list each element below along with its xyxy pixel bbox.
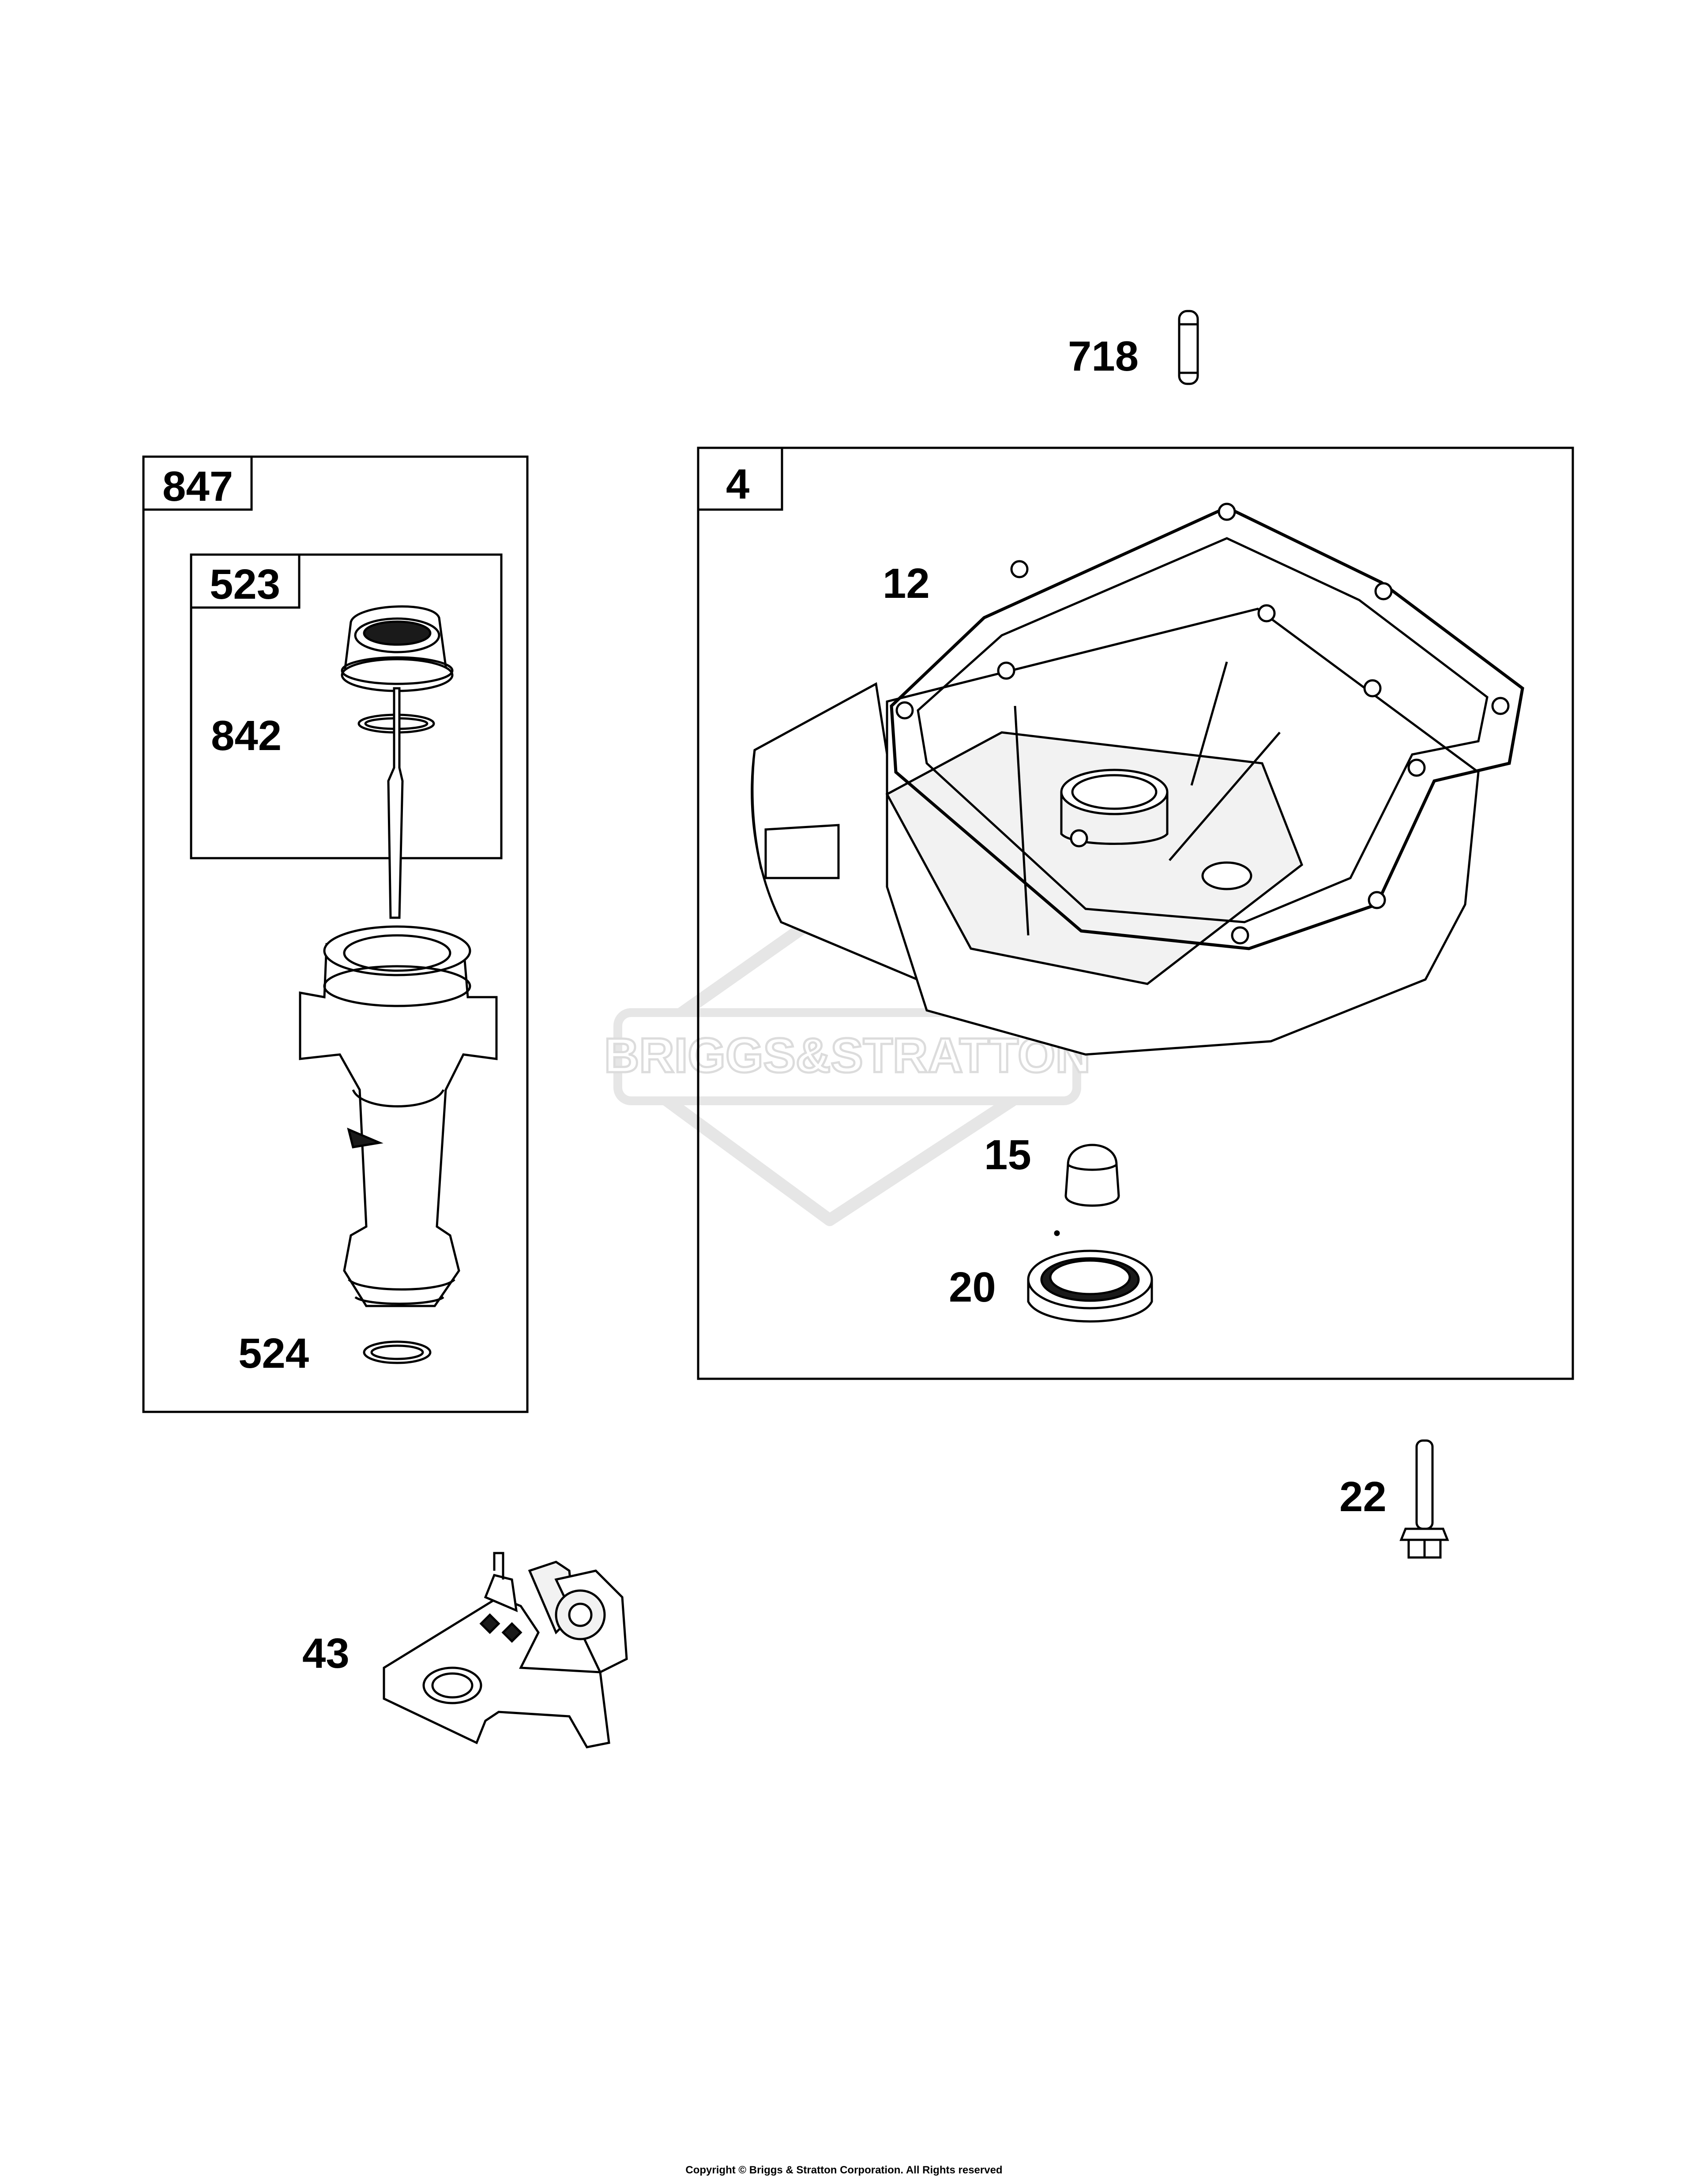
callout-22: 22: [1339, 1473, 1387, 1520]
oil-seal-20-drawing: [1027, 1230, 1153, 1323]
watermark-logo: BRIGGS&STRATTON: [603, 903, 1092, 1226]
callout-718: 718: [1068, 333, 1139, 380]
callout-4: 4: [726, 461, 750, 508]
flange-bolt-22-drawing: [1399, 1439, 1449, 1559]
callout-842: 842: [211, 712, 282, 759]
assembly-box-4: [697, 447, 1574, 1380]
oil-fill-cap-842-drawing: [341, 605, 454, 919]
callout-20: 20: [949, 1264, 996, 1311]
callout-15: 15: [984, 1131, 1031, 1178]
callout-43: 43: [302, 1630, 350, 1677]
copyright-footer: Copyright © Briggs & Stratton Corporatio…: [685, 2164, 1003, 2176]
callout-523: 523: [210, 561, 281, 608]
callout-847: 847: [162, 463, 233, 510]
watermark-text: BRIGGS&STRATTON: [604, 1028, 1090, 1083]
cap-15-drawing: [1064, 1144, 1120, 1207]
assembly-box-847: [142, 455, 529, 1413]
callout-524: 524: [238, 1330, 309, 1377]
sump-with-gasket-12-drawing: [751, 503, 1524, 1056]
callout-12: 12: [883, 560, 930, 607]
assembly-box-523: [190, 553, 503, 859]
dipstick-tube-drawing: [299, 925, 498, 1307]
o-ring-524-drawing: [363, 1340, 432, 1364]
dowel-pin-718-drawing: [1178, 310, 1199, 385]
governor-assembly-43-drawing: [383, 1552, 628, 1749]
